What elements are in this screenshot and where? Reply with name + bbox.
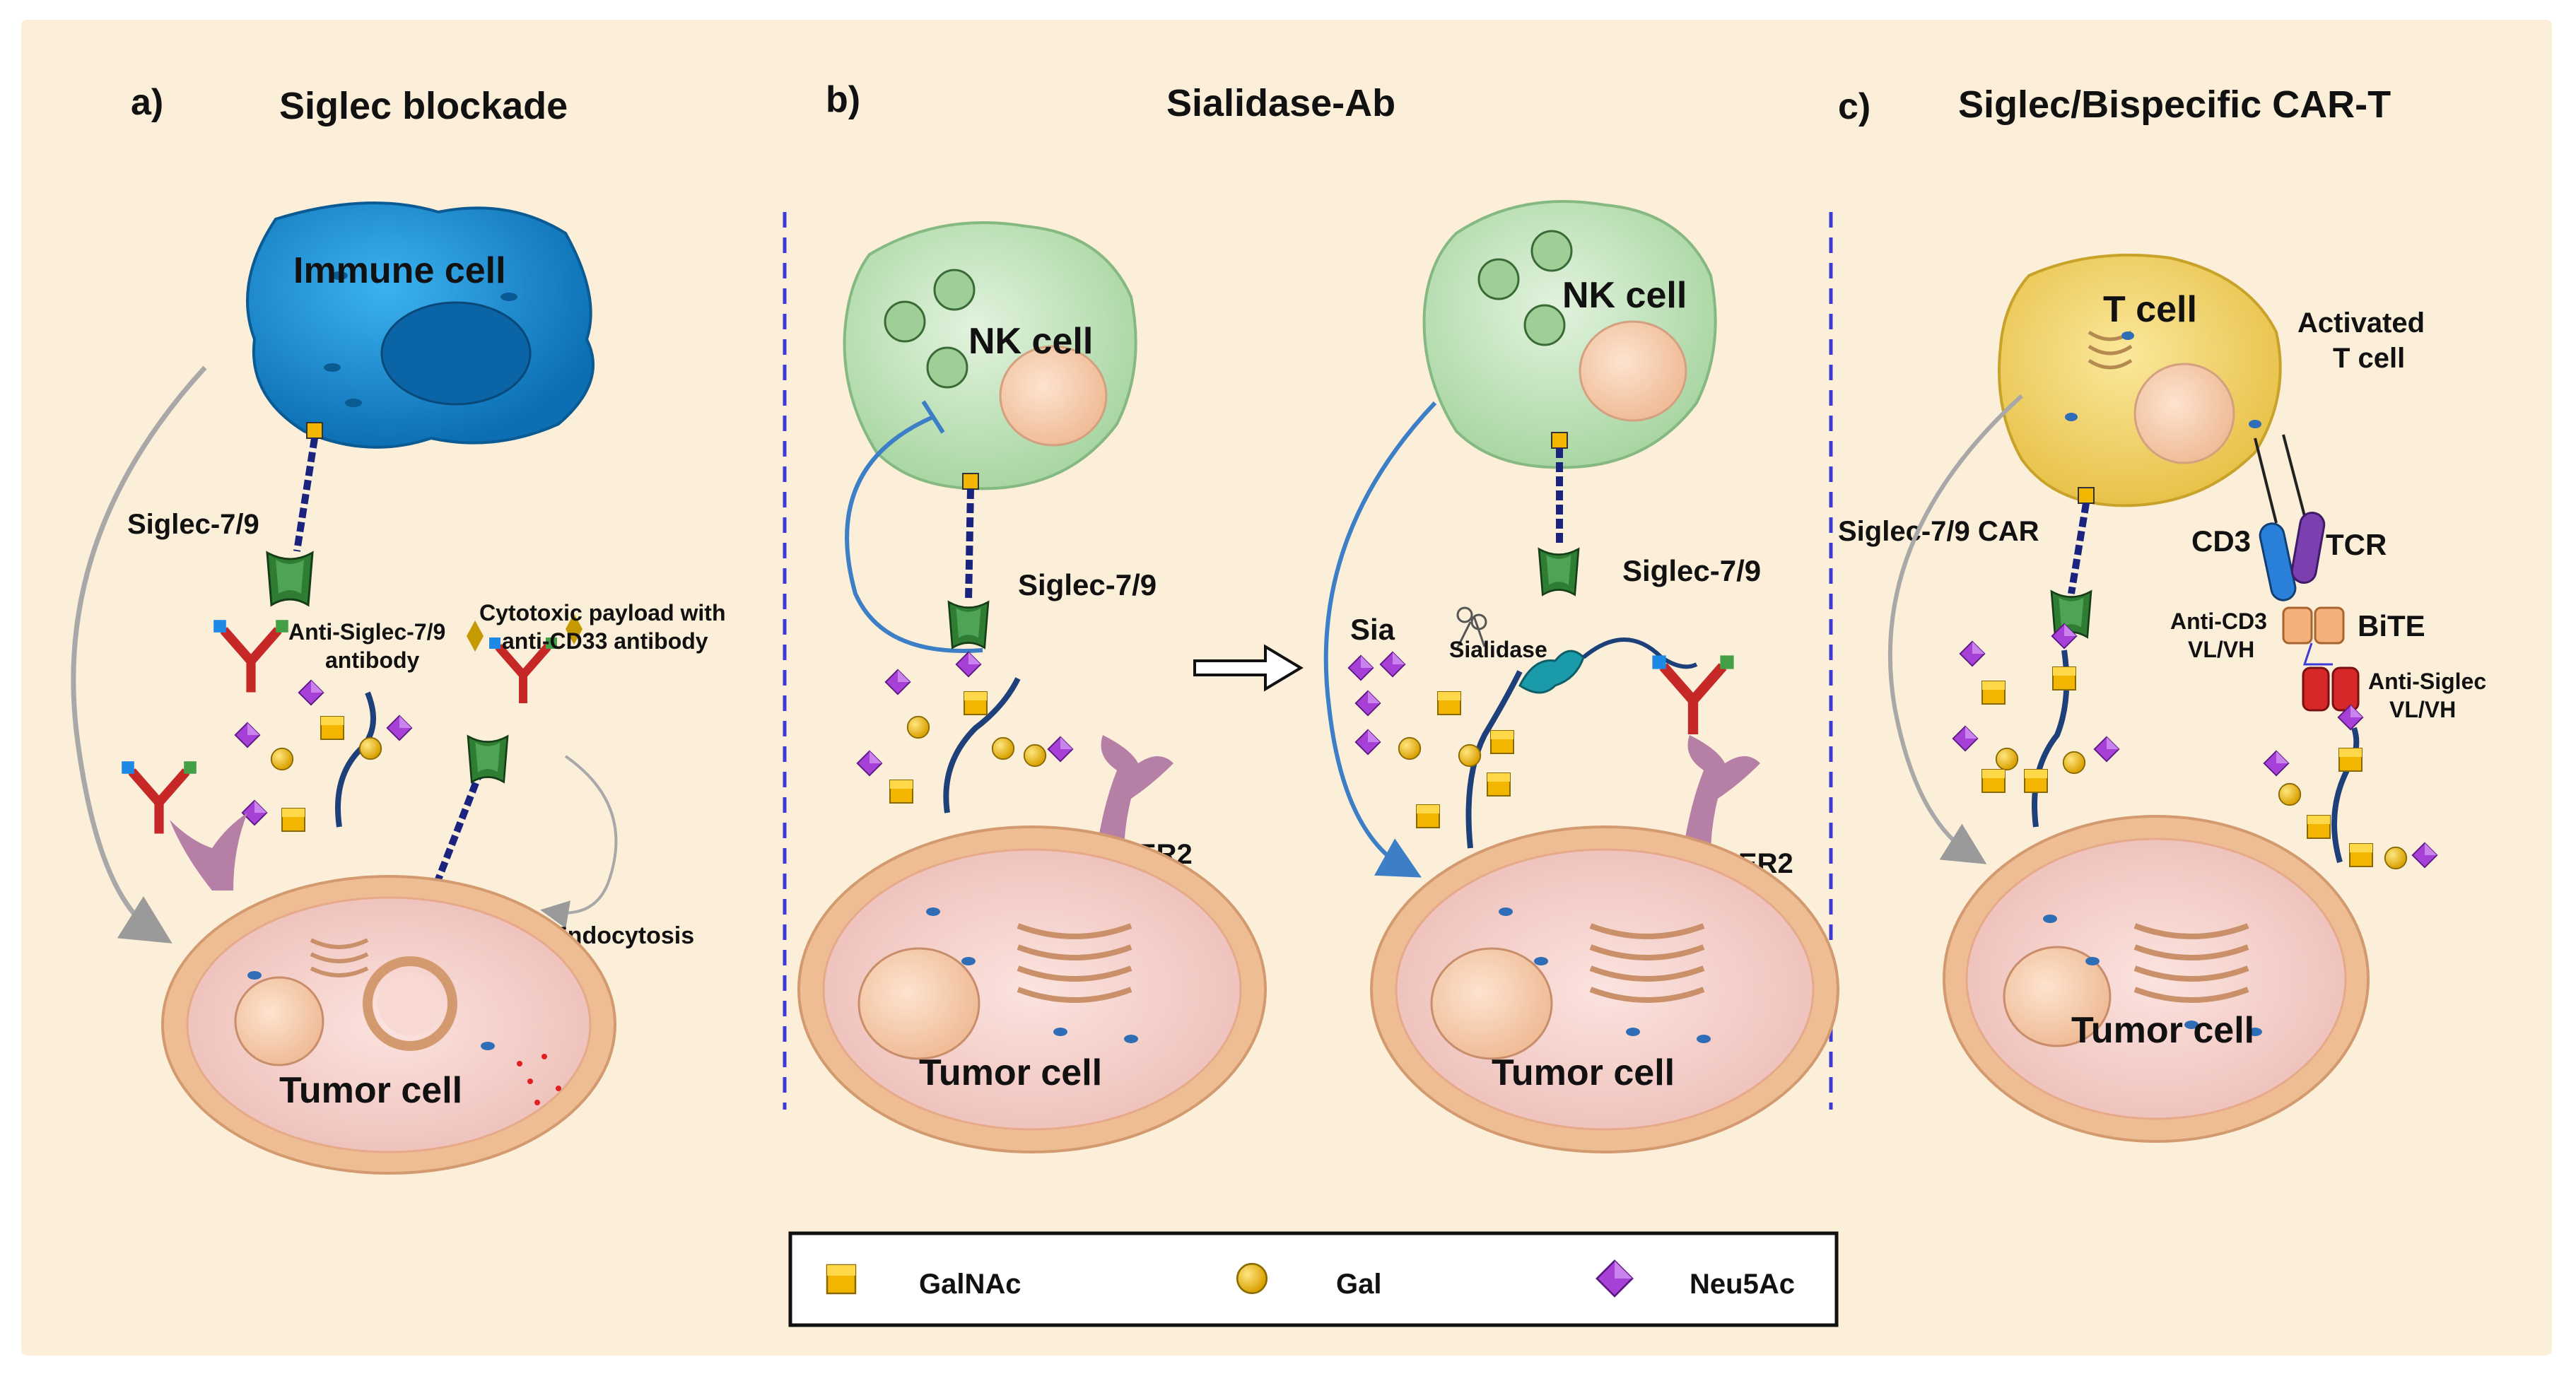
panel-b-left: NK cell Siglec-7/9 HER2	[797, 221, 1267, 1153]
cd33-receptor	[428, 735, 509, 899]
glycan-chain-b-left	[856, 651, 1074, 813]
activation-arrow	[1323, 401, 1437, 878]
anti-siglec-label-1: Anti-Siglec-7/9	[288, 619, 445, 645]
tcr-label: TCR	[2326, 528, 2387, 561]
arrow-immune-to-tumor	[71, 365, 207, 944]
legend-box	[788, 1231, 1839, 1327]
anti-cd3-label-2: VL/VH	[2188, 637, 2254, 662]
anti-siglec-label-c-2: VL/VH	[2389, 697, 2456, 722]
panel-c-title: Siglec/Bispecific CAR-T	[1958, 83, 2391, 126]
siglec-receptor-b-left	[965, 488, 974, 601]
her2-receptor-a	[170, 813, 247, 891]
bite-linker	[2302, 642, 2333, 666]
sialidase-linker	[1582, 637, 1698, 669]
cd3-label: CD3	[2191, 524, 2251, 558]
siglec-label-b-right: Siglec-7/9	[1622, 554, 1761, 587]
sialidase-label: Sialidase	[1449, 637, 1547, 662]
anti-siglec-label-c-1: Anti-Siglec	[2368, 669, 2486, 694]
panel-c: T cell Activated T cell Siglec-7/9 CAR C…	[1838, 253, 2486, 1143]
sialidase-enzyme	[1518, 650, 1585, 694]
panel-b-letter: b)	[826, 79, 860, 120]
cd3-receptor	[2259, 522, 2297, 601]
legend-neu5ac: Neu5Ac	[1690, 1269, 1795, 1300]
tumor-cell-label-b-left: Tumor cell	[919, 1052, 1102, 1093]
panel-a: Immune cell Siglec-7/9 Anti-Siglec-7/9 a…	[71, 201, 725, 1175]
siglec-label-b-left: Siglec-7/9	[1018, 568, 1157, 601]
tumor-cell-a: Tumor cell	[161, 875, 616, 1175]
her2-receptor-b-left	[1096, 735, 1173, 855]
panel-b-title: Sialidase-Ab	[1166, 82, 1395, 124]
galnac-icon	[826, 1264, 857, 1295]
siglec-head-b-left	[947, 601, 990, 649]
bite-anti-cd3	[2282, 606, 2313, 645]
siglec-receptor-a	[266, 422, 323, 606]
car-label: Siglec-7/9 CAR	[1838, 516, 2039, 547]
payload-label-2: anti-CD33 antibody	[502, 628, 708, 654]
glycan-chain-b-right	[1398, 670, 1523, 849]
tumor-cell-label-a: Tumor cell	[279, 1070, 462, 1111]
siglec-car-receptor	[2068, 503, 2090, 594]
activated-label-1: Activated	[2297, 307, 2425, 339]
tumor-cell-label-b-right: Tumor cell	[1492, 1052, 1675, 1093]
bite-label: BiTE	[2358, 609, 2425, 642]
nk-cell-right: NK cell	[1422, 200, 1717, 469]
t-cell: T cell	[1998, 253, 2282, 507]
nk-cell-label-right: NK cell	[1562, 275, 1687, 316]
glycan-chain-c-right	[2263, 704, 2438, 870]
legend-galnac: GalNAc	[919, 1269, 1021, 1300]
siglec-label-a: Siglec-7/9	[127, 509, 259, 540]
glycan-chain-c-left	[1952, 623, 2120, 828]
immune-cell-label: Immune cell	[293, 250, 506, 291]
immune-cell: Immune cell	[246, 201, 595, 449]
siglec-head-b-right	[1538, 548, 1580, 596]
arrow-endocytosis	[540, 755, 618, 929]
nk-cell-label-left: NK cell	[968, 321, 1093, 362]
inhibition-arrow	[845, 415, 983, 653]
her2-receptor-b-right	[1682, 735, 1760, 855]
panel-a-letter: a)	[131, 82, 163, 123]
legend: GalNAc Gal Neu5Ac	[788, 1231, 1839, 1327]
figure-background	[21, 20, 2552, 1356]
sia-label: Sia	[1350, 613, 1395, 646]
transition-arrow	[1193, 644, 1304, 692]
immune-cell-nucleus	[380, 301, 532, 406]
inhibition-bar	[921, 400, 945, 434]
panel-b-right: NK cell Siglec-7/9 Sia Sialidase	[1323, 200, 1839, 1153]
panel-c-letter: c)	[1838, 86, 1870, 127]
legend-gal: Gal	[1336, 1269, 1381, 1300]
glycan-chain-a	[234, 679, 413, 832]
arrow-tcell-to-tumor	[1887, 394, 2024, 864]
panel-a-title: Siglec blockade	[279, 85, 568, 127]
tumor-cell-label-c: Tumor cell	[2071, 1010, 2254, 1051]
scissors-icon	[1455, 606, 1487, 651]
tcr-receptor	[2290, 512, 2326, 584]
tumor-cell-b-right: Tumor cell	[1370, 825, 1839, 1153]
bite-anti-siglec	[2302, 666, 2330, 712]
tumor-cell-c: Tumor cell	[1943, 815, 2370, 1143]
anti-siglec-label-2: antibody	[325, 647, 420, 673]
t-cell-label: T cell	[2103, 289, 2197, 330]
payload-label-1: Cytotoxic payload with	[479, 600, 725, 625]
anti-cd3-label-1: Anti-CD3	[2170, 609, 2267, 634]
nk-cell-left: NK cell	[843, 221, 1137, 490]
gal-icon	[1236, 1262, 1268, 1295]
activated-label-2: T cell	[2333, 343, 2405, 374]
tumor-cell-b-left: Tumor cell	[797, 825, 1267, 1153]
